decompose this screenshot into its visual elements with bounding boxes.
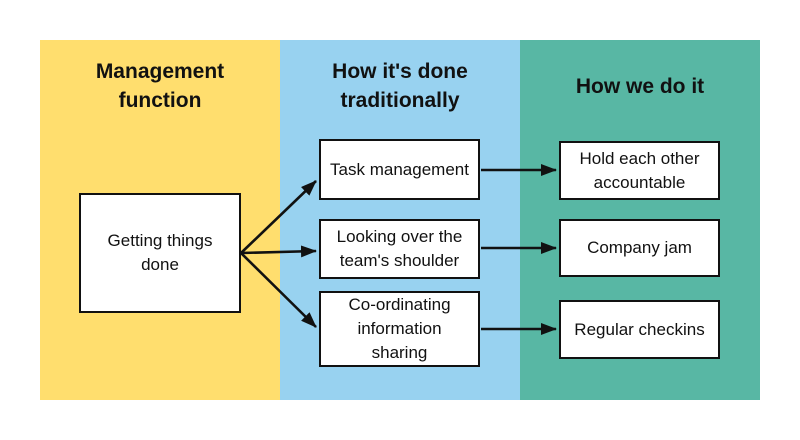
column-header-how-its-done-traditionally: How it's done traditionally	[332, 60, 468, 112]
node-looking-over-the-teams-shoulder: Looking over the team's shoulder	[319, 219, 480, 279]
column-header-management-function: Management function	[95, 60, 225, 112]
node-co-ordinating-information-sharing: Co-ordinating information sharing	[319, 291, 480, 367]
node-company-jam: Company jam	[559, 219, 720, 277]
node-regular-checkins: Regular checkins	[559, 300, 720, 359]
node-task-management: Task management	[319, 139, 480, 200]
column-header-how-we-do-it: How we do it	[575, 74, 705, 98]
node-getting-things-done: Getting things done	[79, 193, 241, 313]
node-hold-each-other-accountable: Hold each other accountable	[559, 141, 720, 200]
